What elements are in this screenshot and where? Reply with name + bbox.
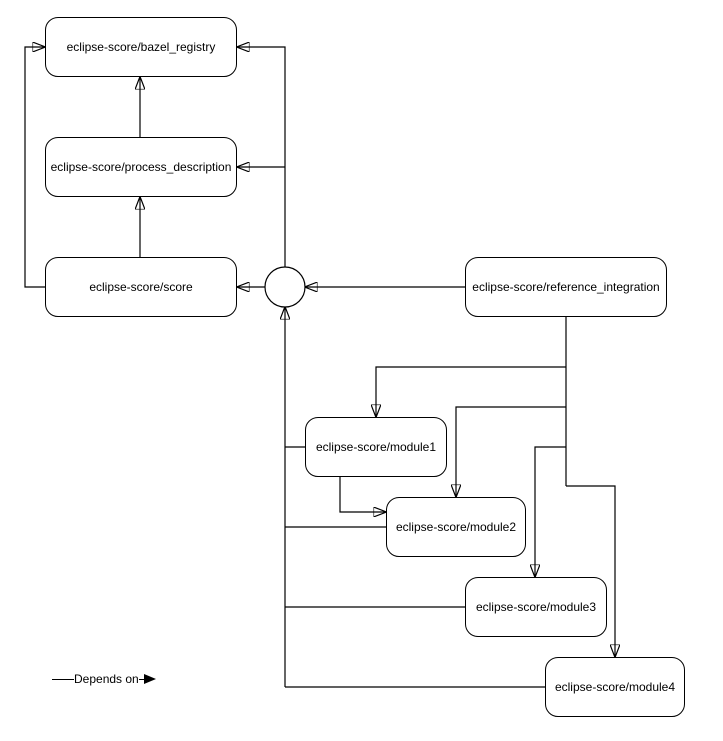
edge-reference_integration-to-module3 — [535, 446, 566, 577]
node-label: eclipse-score/module3 — [475, 600, 597, 614]
node-reference_integration: eclipse-score/reference_integration — [465, 257, 667, 317]
node-label: eclipse-score/module1 — [315, 440, 437, 454]
node-process_description: eclipse-score/process_description — [45, 137, 237, 197]
edge-reference_integration-to-module1 — [376, 366, 566, 417]
node-label: eclipse-score/module4 — [554, 680, 676, 694]
legend-arrow-tail — [138, 678, 144, 680]
legend: Depends on — [52, 672, 156, 686]
legend-label: Depends on — [74, 672, 139, 686]
node-label: eclipse-score/score — [89, 280, 193, 294]
edge-module1-to-module2 — [339, 477, 386, 512]
node-label: eclipse-score/bazel_registry — [66, 40, 216, 54]
node-score: eclipse-score/score — [45, 257, 237, 317]
legend-line — [52, 678, 74, 680]
node-label: eclipse-score/module2 — [395, 520, 517, 534]
edge-reference_integration-to-module2 — [456, 406, 566, 497]
junction-node — [264, 266, 306, 308]
edge-junction-to-bazel_registry — [237, 47, 286, 267]
edge-reference_integration-to-module4 — [566, 485, 615, 657]
node-module2: eclipse-score/module2 — [386, 497, 526, 557]
legend-arrow-icon — [143, 674, 156, 684]
node-label: eclipse-score/reference_integration — [472, 280, 660, 294]
node-label: eclipse-score/process_description — [50, 160, 232, 174]
node-bazel_registry: eclipse-score/bazel_registry — [45, 17, 237, 77]
node-module1: eclipse-score/module1 — [305, 417, 447, 477]
node-module4: eclipse-score/module4 — [545, 657, 685, 717]
node-module3: eclipse-score/module3 — [465, 577, 607, 637]
edge-score-to-bazel_registry — [24, 47, 45, 288]
